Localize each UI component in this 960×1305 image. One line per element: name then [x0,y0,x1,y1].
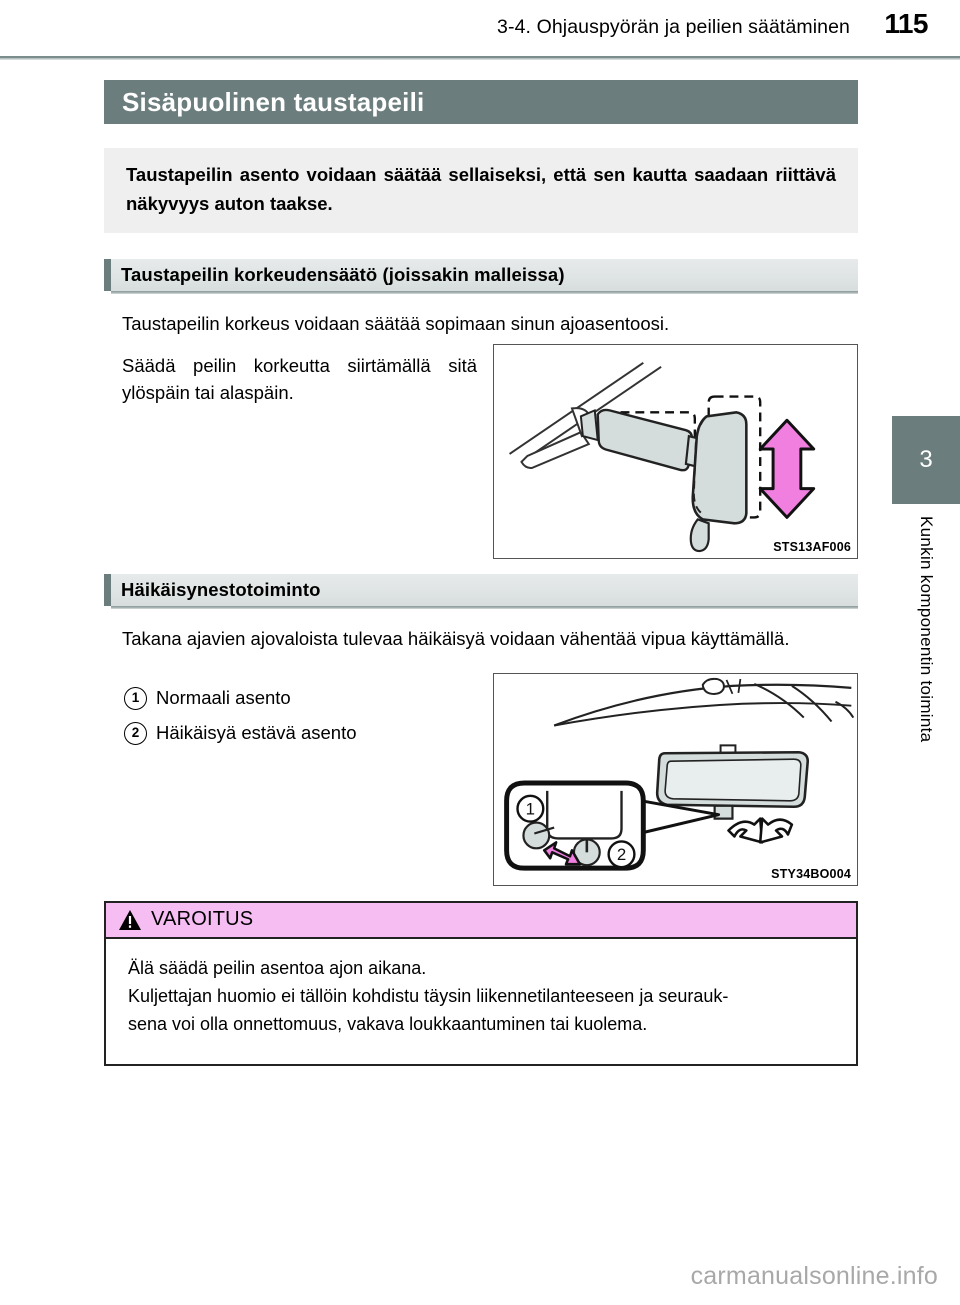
list-item: 2 Häikäisyä estävä asento [124,721,484,745]
subsection-1-paragraph-1: Taustapeilin korkeus voidaan säätää sopi… [122,312,670,334]
figure-mirror-height-adjust: STS13AF006 [493,343,858,559]
subsection-header-bar: Taustapeilin korkeudensäätö (joissakin m… [111,258,858,291]
warning-line-1: Älä säädä peilin asentoa ajon aikana. [128,957,427,978]
list-marker-1: 1 [124,686,147,710]
list-item-label: Häikäisyä estävä asento [156,721,357,743]
subsection-underline [111,290,858,294]
figure-2-caption: STY34BO004 [771,866,851,881]
subsection-2-paragraph-1: Takana ajavien ajovaloista tulevaa häikä… [122,627,790,649]
warning-line-3: sena voi olla onnettomuus, vakava loukka… [128,1013,648,1034]
figure-2-illustration: 1 2 [504,677,855,871]
figure-1-illustration [509,361,816,552]
subsection-1-paragraph-2: Säädä peilin korkeutta siirtämällä sitä … [122,354,477,404]
subsection-heading-2: Häikäisynestotoiminto [121,578,321,600]
section-title-band: Sisäpuolinen taustapeili [104,80,858,124]
breadcrumb: 3-4. Ohjauspyörän ja peilien säätäminen [497,16,850,38]
svg-text:1: 1 [526,799,535,818]
svg-text:2: 2 [617,845,626,864]
warning-box: VAROITUS Älä säädä peilin asentoa ajon a… [104,900,858,1067]
subsection-2-body: Takana ajavien ajovaloista tulevaa häikä… [104,625,858,887]
chapter-side-label-text: Kunkin komponentin toiminta [917,516,936,743]
subsection-header-bar: Häikäisynestotoiminto [111,573,858,606]
chapter-side-label: Kunkin komponentin toiminta [892,510,960,810]
footer-watermark: carmanualsonline.info [690,1262,938,1290]
page-title: Sisäpuolinen taustapeili [122,86,425,117]
subsection-heading-1: Taustapeilin korkeudensäätö (joissakin m… [121,263,565,285]
main-content: Sisäpuolinen taustapeili Taustapeilin as… [104,80,858,1067]
warning-body: Älä säädä peilin asentoa ajon aikana. Ku… [106,939,856,1065]
position-list: 1 Normaali asento 2 Häikäisyä estävä ase… [124,686,484,757]
list-marker-2: 2 [124,721,147,745]
warning-line-2: Kuljettajan huomio ei tällöin kohdistu t… [128,985,729,1006]
left-right-arrow-icon [542,840,582,866]
page-number: 115 [884,8,928,39]
chapter-tab: 3 [892,416,960,504]
subsection-underline [111,605,858,609]
warning-triangle-icon [119,909,141,930]
subsection-accent-bar [104,258,111,291]
intro-callout: Taustapeilin asento voidaan säätää sella… [104,148,858,233]
subsection-header-height-adjust: Taustapeilin korkeudensäätö (joissakin m… [104,258,858,294]
figure-anti-glare-lever: 1 2 STY34BO004 [493,672,858,886]
chapter-tab-number: 3 [919,446,933,473]
warning-header: VAROITUS [106,902,856,939]
list-item: 1 Normaali asento [124,686,484,710]
header-divider [0,56,960,60]
subsection-accent-bar [104,573,111,606]
up-down-arrow-icon [758,418,816,519]
list-item-label: Normaali asento [156,686,291,708]
toggle-arrows-icon [727,817,794,844]
warning-label: VAROITUS [151,908,254,931]
page-header: 3-4. Ohjauspyörän ja peilien säätäminen … [0,0,960,52]
subsection-1-body: Taustapeilin korkeus voidaan säätää sopi… [104,310,858,560]
subsection-header-anti-glare: Häikäisynestotoiminto [104,573,858,609]
figure-1-caption: STS13AF006 [773,539,851,554]
intro-text: Taustapeilin asento voidaan säätää sella… [126,164,836,214]
